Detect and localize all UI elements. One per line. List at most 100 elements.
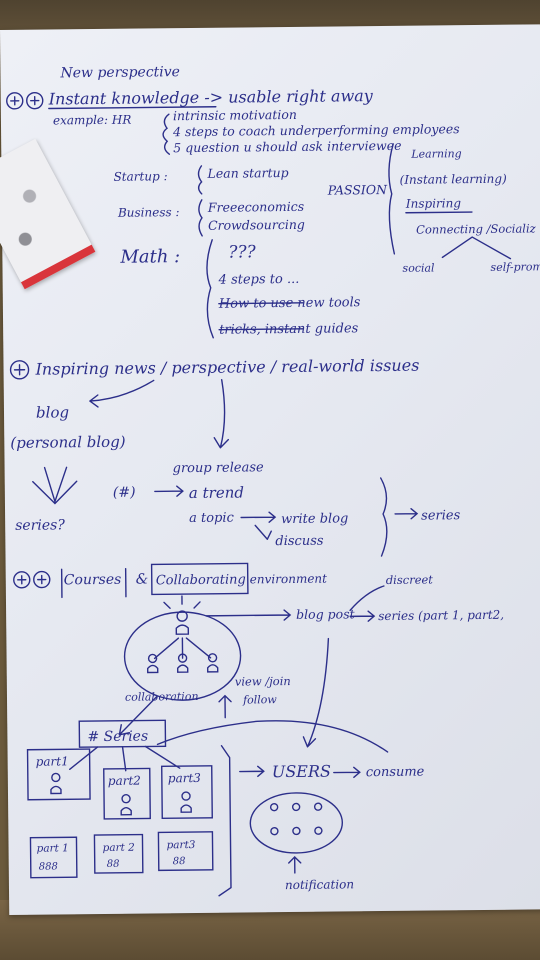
collaboration-label: collaboration: [125, 690, 199, 704]
trend-label: a trend: [189, 483, 244, 502]
hr-item-2: 4 steps to coach underperforming employe…: [172, 121, 460, 139]
math-question-marks: ???: [228, 242, 256, 262]
arrow-to-series-parts: [349, 610, 376, 622]
section2-title: Inspiring news / perspective / real-worl…: [34, 356, 419, 379]
handwritten-note-page: New perspective Instant knowledge -> usa…: [0, 24, 540, 915]
brace-hr: [162, 113, 171, 155]
hr-item-3: 5 question u should ask interviewee: [173, 138, 401, 155]
arrow-to-blog: [89, 379, 155, 408]
strike-math-item-3: [218, 302, 304, 305]
arrow-to-discuss: [254, 524, 272, 540]
arrow-collaboration: [118, 695, 158, 736]
bottom-part1-label: part 1: [37, 842, 69, 854]
passion-social: social: [402, 261, 435, 274]
bottom-part1-people: 888: [39, 861, 58, 872]
amp-label: &: [136, 571, 149, 587]
instant-knowledge-line: Instant knowledge -> usable right away: [48, 86, 374, 108]
bottom-part2-box: [93, 833, 144, 874]
passion-inspiring: Inspiring: [405, 196, 462, 211]
arrow-to-blog-post: [205, 609, 292, 621]
collaborating-label: Collaborating: [156, 572, 246, 588]
arrow-to-series-q: [32, 466, 78, 505]
notification-label: notification: [285, 877, 354, 892]
underline-inspiring: [405, 211, 473, 214]
arrow-to-consume: [333, 766, 361, 779]
passion-label: PASSION: [327, 182, 389, 198]
personal-blog-label: (personal blog): [10, 433, 126, 452]
arrow-to-series: [394, 508, 419, 520]
bottom-part2-people: 88: [107, 859, 120, 870]
heading-text: New perspective: [59, 64, 180, 81]
star-markers-3: [13, 570, 51, 589]
passion-learning: Learning: [410, 147, 461, 161]
courses-label: Courses: [64, 572, 122, 589]
follow-label: follow: [242, 693, 277, 706]
bottom-part3-people: 88: [173, 856, 186, 867]
part2-box: [103, 767, 151, 820]
series-parts-label: series (part 1, part2,: [378, 608, 504, 623]
bottom-part2-label: part 2: [103, 842, 136, 854]
collaboration-circle: [123, 595, 242, 701]
arrow-view-join: [218, 694, 232, 719]
group-release-label: group release: [173, 460, 265, 476]
consume-label: consume: [366, 765, 425, 781]
passion-instant-learning: (Instant learning): [400, 172, 508, 187]
math-item-2: 4 steps to ...: [218, 272, 300, 288]
write-blog-label: write blog: [281, 511, 348, 527]
view-join-label: view /join: [235, 674, 291, 689]
part3-person-icon: [180, 804, 192, 813]
part3-box: [161, 765, 213, 820]
startup-item: Lean startup: [206, 165, 288, 181]
example-label: example: HR: [53, 113, 132, 128]
hash-label: (#): [113, 485, 136, 501]
strike-math-item-4: [218, 328, 304, 331]
arrow-hash-trend: [154, 485, 184, 497]
business-item-2: Crowdsourcing: [208, 217, 305, 233]
math-label: Math :: [119, 246, 180, 268]
star-marker-2: [9, 360, 30, 380]
star-markers-1: [6, 91, 44, 110]
users-label: USERS: [272, 762, 331, 782]
bottom-part3-box: [157, 831, 214, 872]
series-question: series?: [15, 517, 65, 534]
part2-person-icon: [120, 807, 132, 816]
series-branch-arrows: [69, 745, 181, 772]
environment-label: environment: [250, 572, 327, 587]
discreet-label: discreet: [386, 572, 434, 586]
brace-business: [198, 199, 203, 237]
users-group-circle: [249, 792, 344, 854]
business-label: Business :: [117, 205, 180, 220]
blog-post-label: blog post: [296, 606, 356, 622]
bracket-parts: [218, 745, 232, 897]
strikethrough-line: [48, 106, 217, 110]
bottom-part1-box: [29, 836, 78, 879]
arrow-to-group-release: [213, 378, 230, 449]
part3-label: part3: [168, 771, 202, 785]
passion-branch-arrows: [441, 236, 512, 260]
passion-self-prom: self-prom: [490, 260, 540, 274]
brace-math: [206, 239, 214, 339]
curve-users-series: [156, 720, 389, 753]
passion-connecting: Connecting /Socializ: [416, 221, 537, 236]
series-right-label: series: [421, 508, 461, 523]
part1-label: part1: [36, 754, 69, 768]
hash-series-label: # Series: [87, 728, 148, 745]
arrow-notification: [288, 855, 302, 874]
arrow-to-discreet: [349, 585, 385, 612]
part1-box: [26, 748, 91, 801]
startup-label: Startup :: [113, 169, 167, 184]
bottom-part3-label: part3: [166, 839, 195, 851]
collaborating-box: [150, 562, 249, 596]
arrow-blogpost-users: [302, 637, 330, 748]
brace-series: [380, 477, 388, 557]
blog-label: blog: [36, 403, 69, 421]
brace-startup: [197, 165, 203, 195]
arrow-to-users: [239, 765, 265, 778]
part1-person-icon: [50, 785, 62, 795]
ink-layer: New perspective Instant knowledge -> usa…: [6, 64, 540, 897]
courses-box-lines: [60, 568, 127, 599]
topic-label: a topic: [189, 511, 235, 526]
hr-item-1: intrinsic motivation: [173, 107, 297, 123]
business-item-1: Freeeconomics: [207, 199, 304, 215]
discuss-label: discuss: [275, 534, 324, 550]
